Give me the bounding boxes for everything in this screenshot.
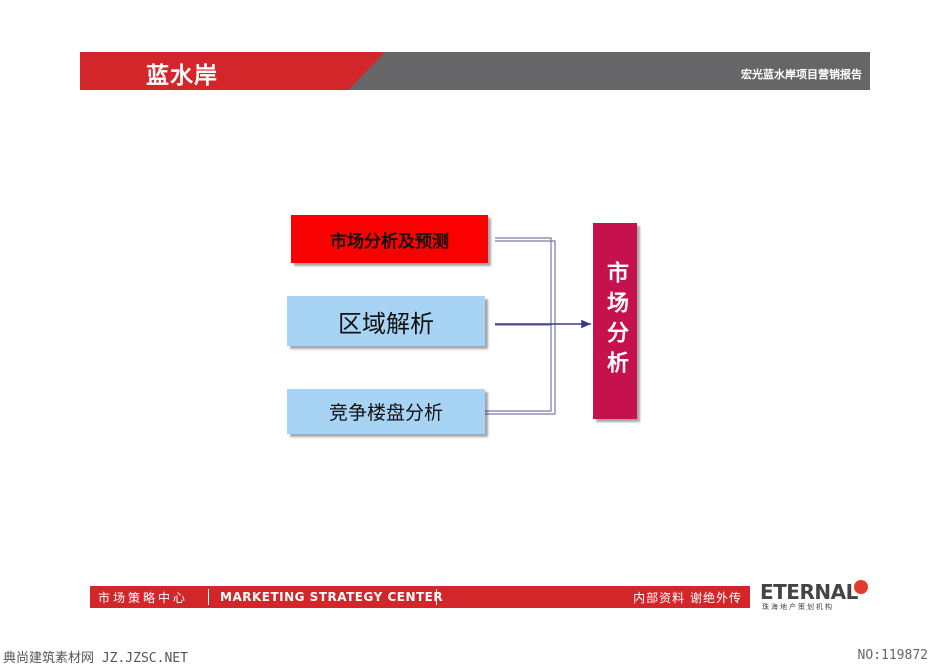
logo-wordmark: ETERNAL [760,580,858,604]
eternal-logo: ETERNAL 珠海地产策划机构 [760,580,868,611]
input-box-competitor-analysis: 竞争楼盘分析 [287,389,485,434]
watermark-site: 典尚建筑素材网 JZ.JZSC.NET [3,651,188,666]
watermark-number: NO:119872 [857,648,928,663]
header-bar: 蓝水岸 宏光蓝水岸项目营销报告 [80,52,870,90]
input-box-market-forecast: 市场分析及预测 [291,215,488,263]
header-red-band [80,52,385,90]
footer-confidential-note: 内部资料 谢绝外传 [633,591,742,605]
input-box-area-analysis: 区域解析 [287,296,485,346]
footer-english-name: MARKETING STRATEGY CENTER [220,590,444,604]
result-box-market-analysis: 市场分析 [593,223,637,419]
brand-title: 蓝水岸 [146,63,218,89]
logo-subtitle: 珠海地产策划机构 [762,603,834,611]
input-label: 竞争楼盘分析 [328,402,443,424]
footer-center-name: 市场策略中心 [98,591,189,605]
result-label: 市场分析 [603,261,628,381]
footer-divider [208,589,209,605]
connector-top [495,237,552,324]
input-label: 市场分析及预测 [330,231,449,252]
input-label: 区域解析 [338,309,434,338]
footer-divider [436,589,437,605]
connector-bottom [485,324,552,412]
report-title: 宏光蓝水岸项目营销报告 [741,68,862,81]
footer-bar: 市场策略中心 MARKETING STRATEGY CENTER 内部资料 谢绝… [90,586,750,608]
logo-circle-icon [854,580,868,594]
